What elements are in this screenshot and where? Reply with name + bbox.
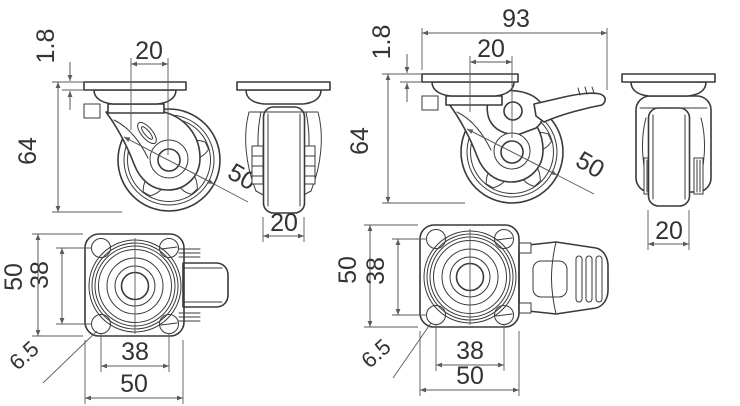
top-view-braked-caster	[419, 224, 609, 328]
pedal-recess	[532, 260, 568, 298]
dim-plate-size-right-v: 50	[334, 256, 362, 284]
dim-overall-height-right: 64	[346, 127, 374, 155]
front-view-braked-caster: 20	[621, 73, 716, 250]
dim-hole-pitch-left-v: 38	[26, 261, 54, 289]
brake-pivot-hole	[503, 101, 523, 121]
dims-top-view-swivel: 50 38 6.5 38 50	[0, 233, 184, 404]
top-plate-side	[83, 81, 187, 91]
top-plate-front	[236, 81, 331, 91]
side-view-braked-caster	[421, 73, 606, 204]
wheel-front-braked	[647, 107, 691, 207]
dim-hole-pitch-right-h: 38	[456, 337, 484, 365]
dim-hole-diameter-left: 6.5	[4, 336, 43, 375]
dim-plate-thickness-left: 1.8	[32, 29, 60, 64]
dim-hole-pitch-left-h: 38	[121, 338, 149, 366]
side-view-swivel-caster	[83, 81, 221, 212]
front-view-swivel-caster: 20	[236, 81, 331, 242]
dim-swivel-offset-left: 20	[135, 37, 163, 65]
mounting-plate-top-braked	[419, 224, 520, 328]
dim-hole-diameter-right: 6.5	[356, 334, 395, 373]
swivel-ring	[107, 103, 165, 114]
dims-side-view-swivel: 20 1.8 64 50	[14, 29, 261, 213]
dim-wheel-width-right: 20	[655, 217, 683, 245]
brake-lever	[533, 92, 606, 123]
dim-overall-height-left: 64	[14, 137, 42, 165]
brake-pedal-top-view	[518, 241, 609, 315]
swivel-dome	[93, 89, 177, 105]
wheel-front	[262, 106, 306, 214]
top-plate-front-braked	[621, 73, 716, 83]
dim-wheel-diameter-right: 50	[571, 146, 609, 184]
dim-plate-size-right-h: 50	[456, 362, 484, 390]
dim-swivel-offset-right: 20	[477, 35, 505, 63]
dim-plate-thickness-right: 1.8	[368, 25, 396, 60]
dim-overall-length-braked: 93	[502, 5, 530, 33]
dim-wheel-width-left: 20	[270, 209, 298, 237]
dim-plate-size-left-v: 50	[0, 263, 28, 291]
top-view-swivel-caster	[84, 233, 229, 337]
dim-hole-pitch-right-v: 38	[362, 257, 390, 285]
mounting-plate-top	[84, 233, 185, 337]
dim-plate-size-left-h: 50	[120, 370, 148, 398]
stem-top-view	[182, 262, 229, 308]
fork-ear	[83, 103, 101, 119]
